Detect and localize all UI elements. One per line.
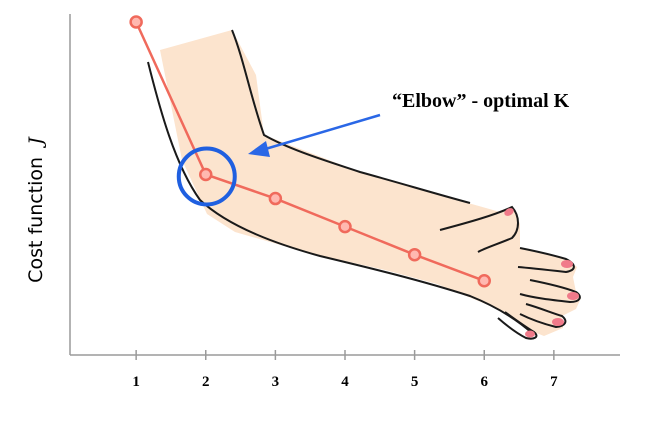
series-line — [135, 21, 485, 282]
data-point-k6 — [477, 274, 491, 288]
y-axis-label: Cost function J — [6, 137, 66, 283]
x-tick-label-3: 3 — [272, 374, 280, 390]
annotation-arrow — [248, 113, 381, 157]
hand-outline — [439, 205, 581, 340]
annotation-arrow-shaft — [261, 113, 381, 152]
nail-index — [561, 260, 573, 268]
x-tick-label-1: 1 — [132, 374, 140, 390]
fingernails — [504, 208, 579, 338]
nail-thumb — [504, 208, 514, 216]
x-tick-label-2: 2 — [202, 374, 210, 390]
x-tick-label-7: 7 — [550, 374, 558, 390]
arm-illustration — [147, 29, 581, 340]
nail-middle — [567, 292, 579, 300]
elbow-annotation: “Elbow” - optimal K — [392, 90, 570, 112]
x-tick-label-5: 5 — [411, 374, 419, 390]
y-axis-label-text: Cost function — [25, 156, 47, 283]
nail-ring — [552, 318, 564, 326]
arm-outline-forearm — [147, 61, 533, 334]
data-point-k3 — [268, 191, 283, 206]
data-point-k5 — [407, 247, 422, 262]
y-axis-label-symbol: J — [25, 137, 47, 145]
data-point-k2 — [199, 167, 213, 182]
data-point-k1 — [129, 15, 143, 29]
arm-skin — [160, 30, 581, 336]
elbow-highlight-circle — [176, 146, 237, 207]
x-tick-label-6: 6 — [480, 374, 488, 390]
arm-outline-upper — [231, 29, 471, 204]
nail-pinky — [525, 330, 535, 338]
x-tick-label-4: 4 — [341, 374, 349, 390]
annotation-arrowhead — [248, 141, 270, 157]
data-point-k4 — [338, 219, 352, 234]
